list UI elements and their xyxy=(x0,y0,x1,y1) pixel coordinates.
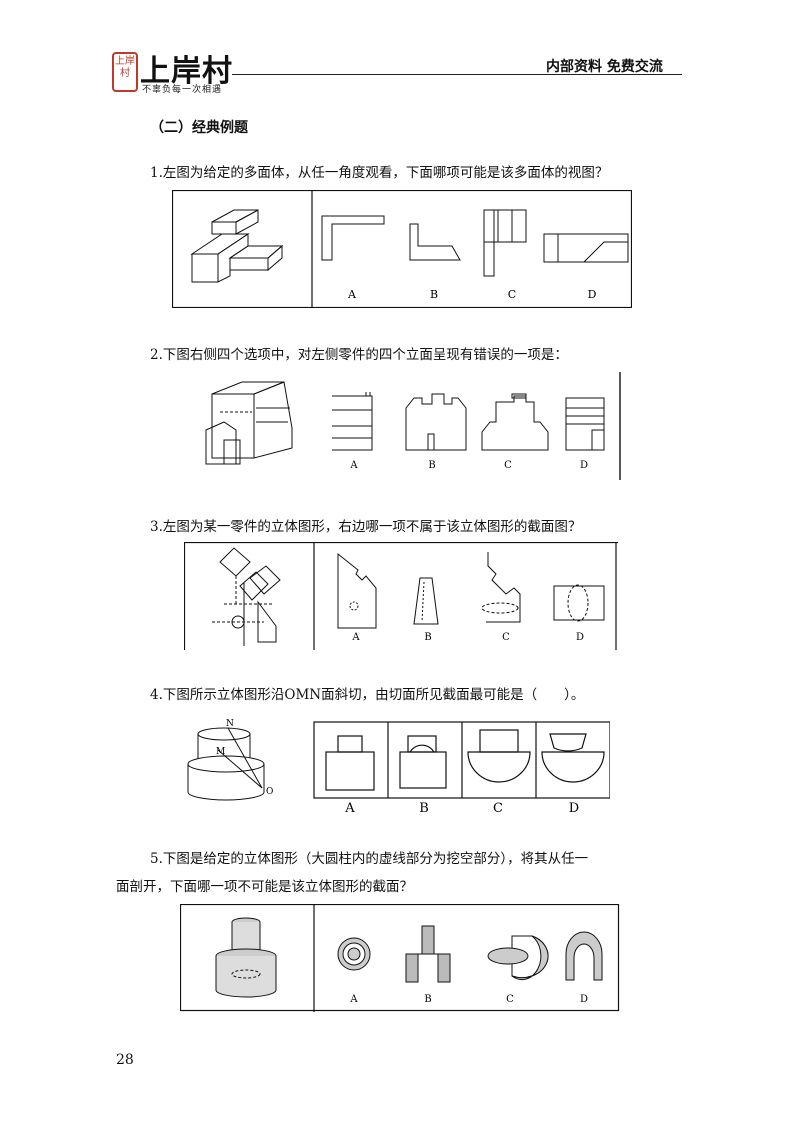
question-5-figure: A B C D xyxy=(180,904,620,1012)
q2-option-c[interactable]: C xyxy=(504,460,512,471)
q1-option-b[interactable]: B xyxy=(430,288,438,301)
question-5-text-line1: 5.下图是给定的立体图形（大圆柱内的虚线部分为挖空部分），将其从任一 xyxy=(150,851,589,867)
q5-option-c[interactable]: C xyxy=(506,994,514,1005)
logo-text: 上岸村 xyxy=(140,54,233,89)
question-3-figure: A B C D xyxy=(184,542,618,650)
header-right-text: 内部资料 免费交流 xyxy=(546,59,663,75)
q4-option-d[interactable]: D xyxy=(569,801,579,816)
page-number: 28 xyxy=(116,1052,134,1068)
q1-option-c[interactable]: C xyxy=(508,288,516,301)
q2-option-d[interactable]: D xyxy=(580,460,588,471)
question-5-text-line2: 面剖开，下面哪一项不可能是该立体图形的截面？ xyxy=(116,879,413,895)
q1-option-d[interactable]: D xyxy=(588,288,597,301)
q3-option-b[interactable]: B xyxy=(424,632,431,643)
q4-option-b[interactable]: B xyxy=(419,801,429,816)
q3-option-c[interactable]: C xyxy=(502,632,510,643)
q4-label-n: N xyxy=(226,719,234,729)
q5-option-d[interactable]: D xyxy=(580,994,588,1005)
question-4-figure: N M O A B C D xyxy=(187,719,610,816)
question-3-text: 3.左图为某一零件的立体图形，右边哪一项不属于该立体图形的截面图？ xyxy=(150,519,582,535)
q5-option-b[interactable]: B xyxy=(424,994,431,1005)
section-title: （二）经典例题 xyxy=(150,120,248,136)
logo-seal: 上岸村 xyxy=(112,52,138,92)
q4-option-a[interactable]: A xyxy=(344,801,355,816)
q4-label-m: M xyxy=(216,747,225,757)
question-1-text: 1.左图为给定的多面体，从任一角度观看，下面哪项可能是该多面体的视图？ xyxy=(150,165,609,181)
q1-option-a[interactable]: A xyxy=(347,288,357,301)
question-2-text: 2.下图右侧四个选项中，对左侧零件的四个立面呈现有错误的一项是： xyxy=(150,347,568,363)
question-1-figure: A B C D xyxy=(172,190,632,308)
q3-option-d[interactable]: D xyxy=(576,632,584,643)
q3-option-a[interactable]: A xyxy=(351,632,360,643)
question-4-text: 4.下图所示立体图形沿OMN面斜切，由切面所见截面最可能是（ ）。 xyxy=(150,687,585,703)
q2-option-b[interactable]: B xyxy=(428,460,435,471)
q4-label-o: O xyxy=(266,787,273,797)
q5-option-a[interactable]: A xyxy=(349,994,358,1005)
header-divider xyxy=(232,74,682,75)
logo-slogan: 不辜负每一次相遇 xyxy=(142,85,223,95)
q2-option-a[interactable]: A xyxy=(349,460,358,471)
q4-option-c[interactable]: C xyxy=(493,801,503,816)
question-2-figure: A B C D xyxy=(205,372,621,480)
